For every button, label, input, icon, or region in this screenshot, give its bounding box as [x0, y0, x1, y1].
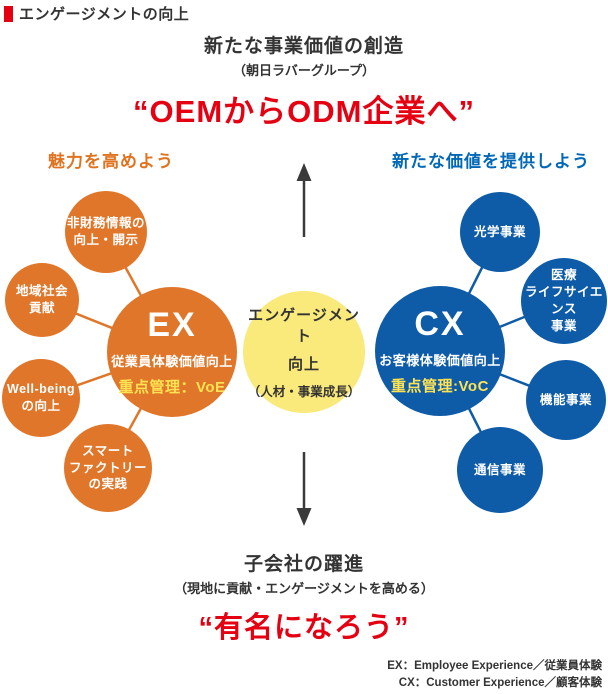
ex-hub-circle: EX 従業員体験価値向上 重点管理：VoE — [107, 287, 237, 417]
ex-satellite-nonfinancial: 非財務情報の 向上・開示 — [65, 191, 147, 273]
down-arrow-icon — [296, 452, 312, 526]
satellite-label: 非財務情報の 向上・開示 — [66, 216, 145, 247]
ex-hub-subtitle: 従業員体験価値向上 — [111, 353, 233, 369]
engagement-center-circle: エンゲージメント 向上 （人材・事業成長） — [243, 291, 365, 413]
satellite-label: 通信事業 — [473, 462, 526, 477]
legend-ex: EX：Employee Experience／従業員体験 — [387, 660, 602, 672]
center-line1: エンゲージメント — [248, 307, 360, 345]
cx-hub-highlight: 重点管理:VoC — [391, 377, 489, 395]
section-header: エンゲージメントの向上 — [4, 3, 189, 24]
cx-hub-title: CX — [414, 304, 466, 343]
section-marker-icon — [4, 5, 13, 22]
bottom-subtitle: （現地に貢献・エンゲージメントを高める） — [174, 581, 434, 596]
cx-satellite-medical: 医療 ライフサイエンス 事業 — [521, 258, 607, 344]
cx-satellite-functional: 機能事業 — [526, 360, 606, 440]
satellite-label: 機能事業 — [539, 392, 592, 407]
ex-hub-highlight: 重点管理：VoE — [118, 378, 226, 396]
satellite-label: スマート ファクトリー の実践 — [68, 443, 147, 492]
satellite-label: 医療 ライフサイエンス 事業 — [525, 268, 603, 333]
cx-satellite-optical: 光学事業 — [460, 192, 540, 272]
up-arrow-icon — [296, 163, 312, 237]
center-line2: 向上 — [287, 356, 320, 373]
ex-satellite-wellbeing: Well-being の向上 — [2, 359, 80, 437]
cx-hub-subtitle: お客様体験価値向上 — [379, 352, 501, 368]
satellite-label: 光学事業 — [473, 224, 526, 239]
ex-satellite-community: 地域社会 貢献 — [5, 263, 79, 337]
cx-satellite-communication: 通信事業 — [457, 427, 543, 513]
center-line3: （人材・事業成長） — [247, 385, 361, 399]
ex-group-caption: 魅力を高めよう — [48, 152, 174, 171]
ex-satellite-smart-factory: スマート ファクトリー の実践 — [64, 424, 152, 512]
cx-hub-circle: CX お客様体験価値向上 重点管理:VoC — [375, 286, 505, 416]
top-slogan: “OEMからODM企業へ” — [133, 94, 475, 129]
cx-group-caption: 新たな価値を提供しよう — [392, 152, 590, 171]
top-title: 新たな事業価値の創造 — [203, 36, 404, 57]
bottom-slogan: “有名になろう” — [198, 612, 410, 644]
section-title: エンゲージメントの向上 — [19, 6, 190, 23]
top-subtitle: （朝日ラバーグループ） — [232, 63, 376, 78]
legend-cx: CX：Customer Experience／顧客体験 — [398, 677, 602, 689]
satellite-label: 地域社会 貢献 — [15, 284, 68, 315]
bottom-title: 子会社の躍進 — [243, 554, 364, 575]
satellite-label: Well-being の向上 — [7, 382, 75, 413]
ex-hub-title: EX — [147, 305, 197, 344]
